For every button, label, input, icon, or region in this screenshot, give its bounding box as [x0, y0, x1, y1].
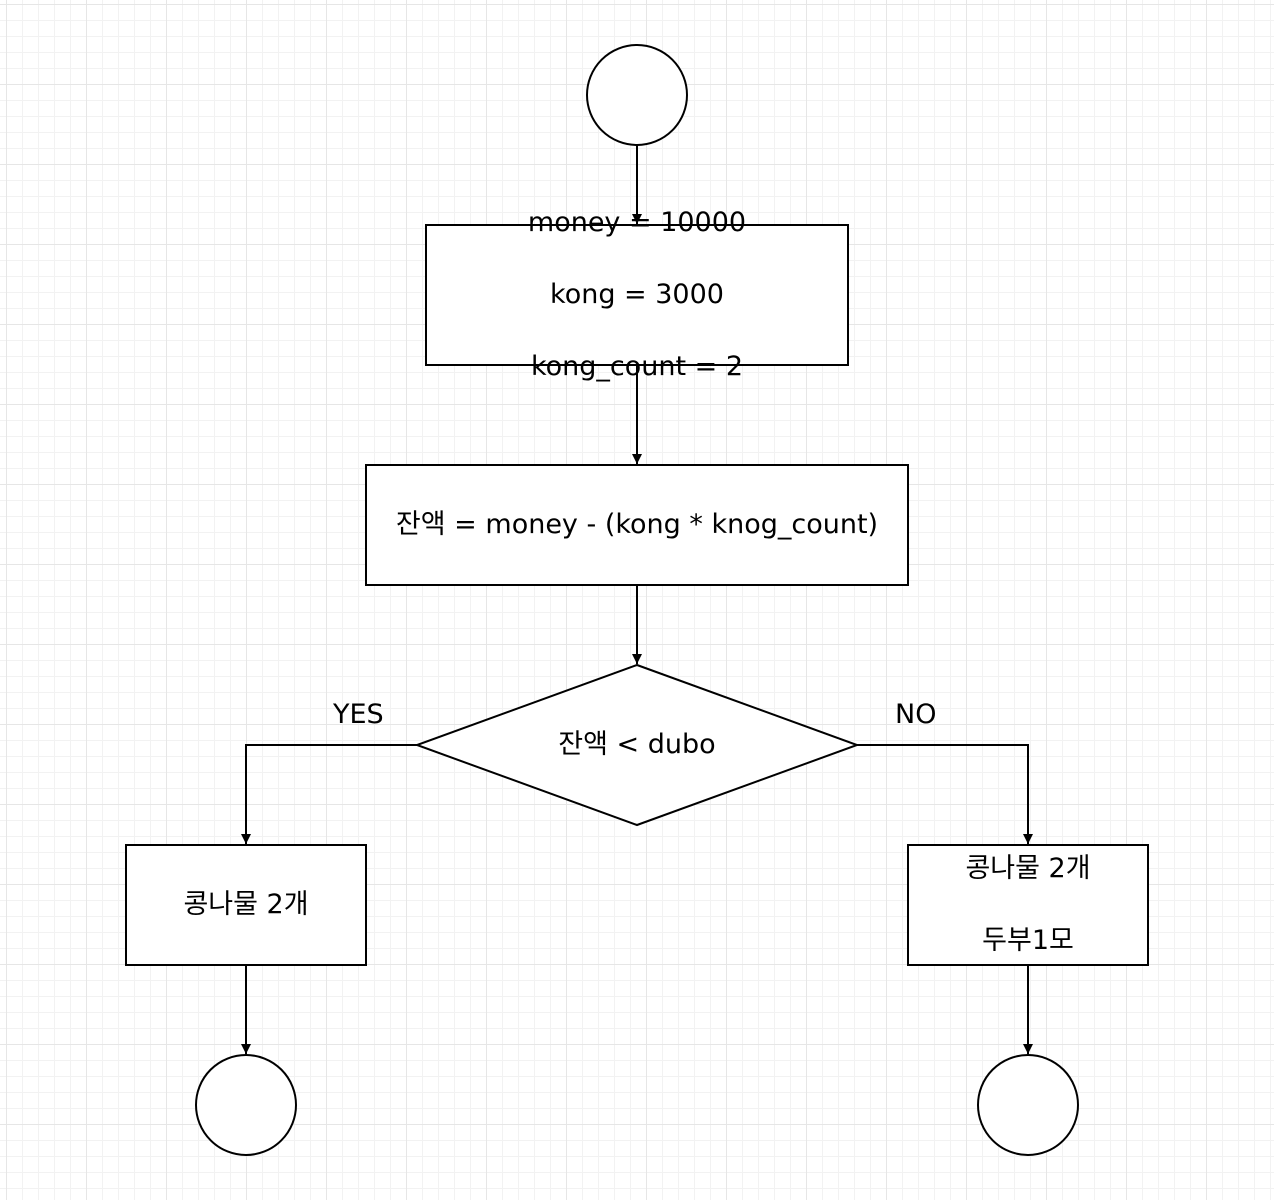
end-terminal-yes[interactable]: [195, 1054, 297, 1156]
process-no-box[interactable]: [907, 844, 1149, 966]
end-terminal-no[interactable]: [977, 1054, 1079, 1156]
process-calc-box[interactable]: [365, 464, 909, 586]
process-yes-box[interactable]: [125, 844, 367, 966]
edge-label-no: NO: [895, 699, 937, 730]
edge-label-yes: YES: [333, 699, 384, 730]
edge-decision-no: [857, 744, 1033, 844]
process-init-box[interactable]: [425, 224, 849, 366]
edge-decision-yes: [241, 744, 417, 844]
decision-diamond[interactable]: [414, 663, 860, 827]
start-terminal[interactable]: [586, 44, 688, 146]
